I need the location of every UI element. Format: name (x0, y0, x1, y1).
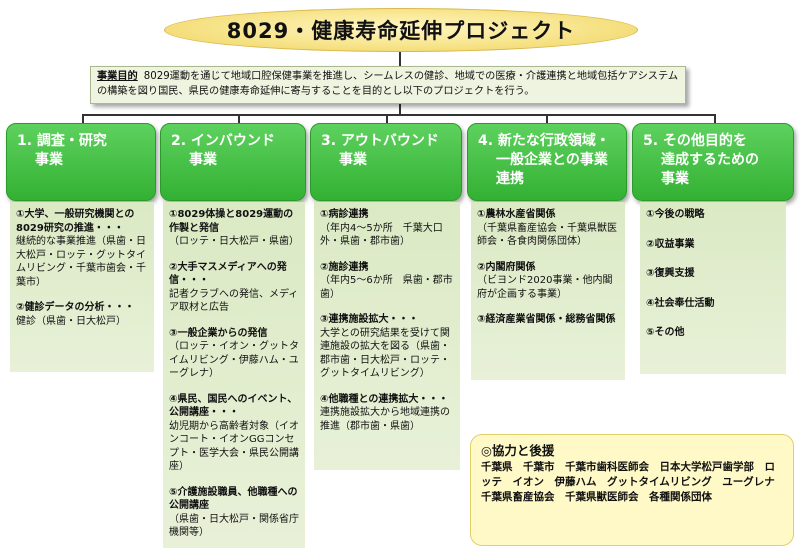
cooperation-text: 千葉県 千葉市 千葉市歯科医師会 日本大学松戸歯学部 ロッテ イオン 伊藤ハム … (481, 461, 786, 503)
header-line: 3. アウトバウンド (321, 133, 439, 149)
item-head: ②内閣府関係 (477, 261, 536, 273)
connector-col-1 (82, 114, 84, 124)
item-head: ⑤その他 (646, 327, 685, 338)
column-body-outbound: ①病診連携 （年内4～5か所 千葉大口外・県歯・郡市歯） ②施診連携 （年内5～6か… (314, 202, 460, 470)
column-header-inbound: 2. インバウンド 事業 (160, 123, 306, 201)
list-item: ②大手マスメディアへの発信・・・記者クラブへの発信、メディア取材と広告 (169, 261, 299, 315)
item-sub: （ロッテ・日大松戸・県歯） (169, 236, 299, 247)
purpose-text: 8029運動を通じて地域口腔保健事業を推進し、シームレスの健診、地域での医療・介… (97, 71, 679, 97)
header-line: 1. 調査・研究 (17, 133, 107, 149)
item-head: ④他職種との連携拡大・・・ (320, 393, 449, 405)
header-line: 4. 新たな行政領域・ (478, 133, 610, 149)
item-sub: 幼児期から高齢者対象（イオンコート・イオンGGコンセプト・医学大会・県民公開講座… (169, 420, 299, 473)
list-item: ①大学、一般研究機関との8029研究の推進・・・継続的な事業推進（県歯・日大松戸… (16, 208, 148, 289)
purpose-label: 事業目的 (97, 71, 138, 82)
item-sub: 記者クラブへの発信、メディア取材と広告 (169, 288, 299, 314)
column-body-new-admin: ①農林水産省関係 （千葉県畜産協会・千葉県獣医師会・各食肉関係団体） ②内閣府関係… (471, 202, 625, 380)
header-line: 事業 (339, 152, 367, 168)
list-item: ①今後の戦略 (646, 208, 780, 222)
cooperation-box: ◎協力と後援 千葉県 千葉市 千葉市歯科医師会 日本大学松戸歯学部 ロッテ イオ… (470, 434, 794, 546)
item-head: ③一般企業からの発信 (169, 327, 268, 339)
list-item: ②施診連携 （年内5～6か所 県歯・郡市歯） (320, 261, 454, 302)
item-sub: 連携施設拡大から地域連携の推進（郡市歯・県歯） (320, 407, 450, 432)
list-item: ③復興支援 (646, 267, 780, 281)
list-item: ①農林水産省関係 （千葉県畜産協会・千葉県獣医師会・各食肉関係団体） (477, 208, 619, 249)
connector-col-2 (238, 114, 240, 124)
list-item: ②健診データの分析・・・健診（県歯・日大松戸） (16, 301, 148, 328)
list-item: ②収益事業 (646, 238, 780, 252)
item-head: ①8029体操と8029運動の作製と発信 (169, 209, 294, 234)
header-line: 2. インバウンド (171, 133, 275, 149)
list-item: ③経済産業省関係・総務省関係 (477, 313, 619, 327)
column-header-other: 5. その他目的を 達成するための 事業 (632, 123, 794, 201)
header-line: 事業 (35, 152, 63, 168)
connector-col-4 (546, 114, 548, 124)
item-sub: （年内4～5か所 千葉大口外・県歯・郡市歯） (320, 222, 443, 248)
item-head: ③経済産業省関係・総務省関係 (477, 314, 616, 325)
header-line: 事業 (661, 171, 689, 187)
item-sub: 大学との研究結果を受けて関連施設の拡大を図る（県歯・郡市歯・日大松戸・ロッテ・グ… (320, 327, 450, 380)
item-sub: （ロッテ・イオン・グットタイムリビング・伊藤ハム・ユーグレナ） (169, 341, 299, 379)
column-header-new-admin: 4. 新たな行政領域・ 一般企業との事業 連携 (467, 123, 627, 201)
header-line: 事業 (189, 152, 217, 168)
list-item: ③一般企業からの発信 （ロッテ・イオン・グットタイムリビング・伊藤ハム・ユーグレナ… (169, 327, 299, 381)
item-head: ①病診連携 (320, 209, 369, 220)
header-line: 一般企業との事業 (496, 152, 608, 168)
list-item: ⑤その他 (646, 326, 780, 340)
header-line: 連携 (496, 171, 524, 187)
list-item: ①8029体操と8029運動の作製と発信 （ロッテ・日大松戸・県歯） (169, 208, 299, 249)
item-sub: 健診（県歯・日大松戸） (16, 315, 126, 327)
cooperation-title: ◎協力と後援 (481, 443, 555, 458)
column-body-inbound: ①8029体操と8029運動の作製と発信 （ロッテ・日大松戸・県歯） ②大手マスメ… (163, 202, 305, 548)
item-sub: 継続的な事業推進（県歯・日大松戸・ロッテ・グットタイムリビング・千葉市歯会・千葉… (16, 236, 146, 288)
list-item: ⑤介護施設職員、他職種への公開講座（県歯・日大松戸・関係省庁機関等） (169, 486, 299, 540)
item-sub: （県歯・日大松戸・関係省庁機関等） (169, 513, 299, 539)
item-sub: （千葉県畜産協会・千葉県獣医師会・各食肉関係団体） (477, 222, 617, 248)
item-head: ⑤介護施設職員、他職種への公開講座 (169, 486, 298, 512)
item-head: ①農林水産省関係 (477, 209, 556, 220)
header-line: 5. その他目的を (643, 133, 747, 149)
item-head: ④県民、国民へのイベント、公開講座・・・ (169, 393, 298, 419)
list-item: ④県民、国民へのイベント、公開講座・・・幼児期から高齢者対象（イオンコート・イオ… (169, 393, 299, 474)
column-body-research: ①大学、一般研究機関との8029研究の推進・・・継続的な事業推進（県歯・日大松戸… (10, 202, 154, 372)
connector-title (399, 50, 401, 66)
item-head: ②収益事業 (646, 238, 695, 250)
connector-bus (82, 114, 716, 116)
page-title: 8029・健康寿命延伸プロジェクト (164, 8, 638, 52)
column-header-research: 1. 調査・研究 事業 (6, 123, 156, 201)
connector-purpose (399, 104, 401, 115)
connector-col-3 (386, 114, 388, 124)
item-sub: （ビヨンド2020事業・他内閣府が企画する事業） (477, 275, 613, 300)
list-item: ④社会奉仕活動 (646, 297, 780, 311)
item-head: ②大手マスメディアへの発信・・・ (169, 261, 287, 287)
connector-col-5 (714, 114, 716, 124)
column-body-other: ①今後の戦略 ②収益事業 ③復興支援 ④社会奉仕活動 ⑤その他 (640, 202, 786, 374)
item-head: ②施診連携 (320, 261, 369, 273)
item-head: ①今後の戦略 (646, 209, 705, 220)
item-head: ③復興支援 (646, 268, 695, 279)
item-head: ④社会奉仕活動 (646, 297, 715, 309)
list-item: ②内閣府関係 （ビヨンド2020事業・他内閣府が企画する事業） (477, 261, 619, 302)
item-head: ③連携施設拡大・・・ (320, 314, 419, 325)
item-head: ②健診データの分析・・・ (16, 302, 135, 313)
item-sub: （年内5～6か所 県歯・郡市歯） (320, 275, 453, 300)
column-header-outbound: 3. アウトバウンド 事業 (310, 123, 462, 201)
header-line: 達成するための (661, 152, 759, 168)
list-item: ③連携施設拡大・・・大学との研究結果を受けて関連施設の拡大を図る（県歯・郡市歯・… (320, 313, 454, 381)
list-item: ④他職種との連携拡大・・・連携施設拡大から地域連携の推進（郡市歯・県歯） (320, 393, 454, 434)
list-item: ①病診連携 （年内4～5か所 千葉大口外・県歯・郡市歯） (320, 208, 454, 249)
item-head: ①大学、一般研究機関との8029研究の推進・・・ (16, 209, 135, 234)
